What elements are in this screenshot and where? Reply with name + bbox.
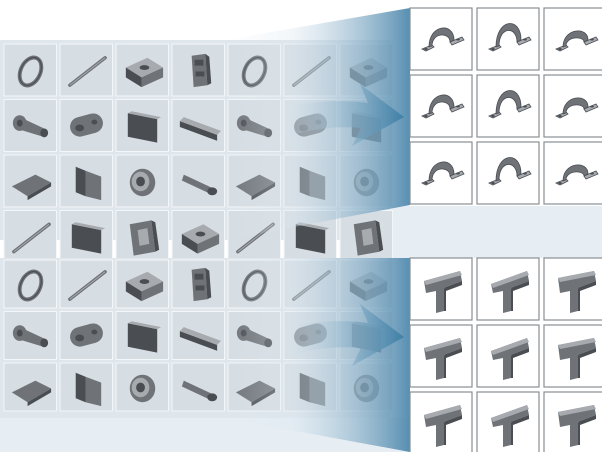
grid-cell (116, 100, 169, 152)
grid-cell (4, 260, 57, 308)
result-tile (477, 392, 539, 452)
bushing-icon (130, 169, 155, 196)
result-tile (410, 8, 472, 70)
funnel-shape (225, 258, 410, 452)
grid-cell (4, 155, 57, 207)
result-tile (544, 142, 602, 204)
grid-cell (60, 312, 113, 360)
result-tile (410, 142, 472, 204)
grid-cell (60, 155, 113, 207)
grid-cell (4, 44, 57, 96)
grid-cell (172, 100, 225, 152)
grid-cell (172, 155, 225, 207)
grid-cell (116, 211, 169, 263)
result-tile (410, 75, 472, 137)
funnel-bottom (225, 258, 410, 452)
result-tile (544, 8, 602, 70)
result-tile (477, 258, 539, 320)
grid-cell (4, 363, 57, 411)
result-tile (544, 258, 602, 320)
grid-cell (172, 363, 225, 411)
result-tile (477, 8, 539, 70)
grid-cell (4, 312, 57, 360)
grid-cell (60, 363, 113, 411)
result-tile (410, 325, 472, 387)
bushing-icon (130, 375, 155, 402)
result-tile (477, 325, 539, 387)
grid-cell (172, 44, 225, 96)
result-tile (477, 142, 539, 204)
grid-cell (60, 44, 113, 96)
grid-cell (60, 211, 113, 263)
grid-cell (116, 155, 169, 207)
grid-cell (172, 260, 225, 308)
bracket-icon (192, 54, 212, 87)
result-tile (410, 258, 472, 320)
result-grid-tee-fittings (410, 258, 602, 452)
bracket-icon (192, 268, 212, 301)
grid-cell (4, 211, 57, 263)
grid-cell (60, 100, 113, 152)
frame-icon (354, 220, 383, 255)
result-tile (544, 392, 602, 452)
grid-cell (60, 260, 113, 308)
result-grid-pipe-clamps (410, 8, 602, 204)
frame-icon (130, 220, 159, 255)
middle-band (380, 206, 602, 258)
grid-cell (116, 44, 169, 96)
grid-cell (172, 211, 225, 263)
grid-cell (172, 312, 225, 360)
grid-cell (116, 260, 169, 308)
grid-cell (116, 312, 169, 360)
result-tile (477, 75, 539, 137)
grid-cell (4, 100, 57, 152)
grid-cell (340, 211, 393, 263)
grid-cell (116, 363, 169, 411)
result-tile (544, 325, 602, 387)
result-tile (410, 392, 472, 452)
result-tile (544, 75, 602, 137)
